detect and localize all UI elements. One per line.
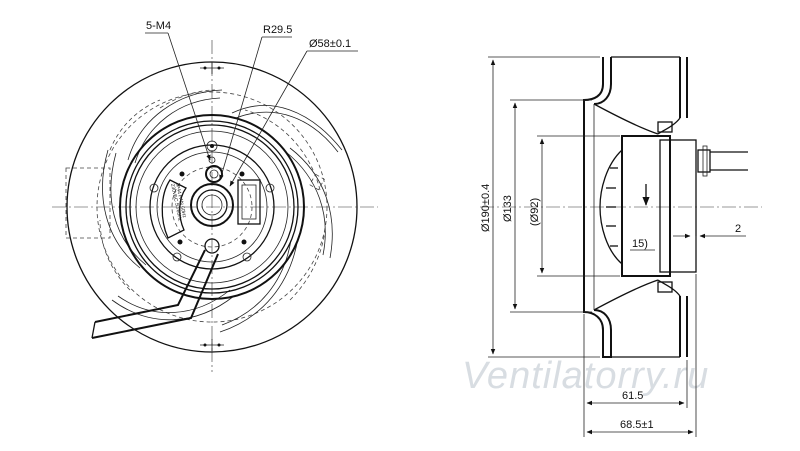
dim-depth-61-5: 61.5 — [622, 390, 643, 402]
label-5-m4: 5-M4 — [146, 20, 171, 32]
power-cable — [91, 238, 220, 339]
label-bore-58: Ø58±0.1 — [309, 38, 351, 50]
rating-label-panel: 230VAC 50/60Hz IP44 PAN 60Hz — [161, 179, 187, 239]
watermark: Ventilatorry.ru — [462, 355, 709, 397]
dim-depth-68-5: 68.5±1 — [620, 419, 654, 431]
dim-gap-2: 2 — [735, 223, 741, 235]
dim-hub-diameter: (Ø92) — [529, 198, 541, 226]
label-r29-5: R29.5 — [263, 24, 292, 36]
dim-overall-diameter: Ø190±0.4 — [480, 184, 492, 232]
front-view: 230VAC 50/60Hz IP44 PAN 60Hz 5-M4 R29.5 — [52, 20, 378, 372]
impeller-blades — [99, 89, 343, 333]
dim-ref-15: 15) — [632, 238, 648, 250]
front-leaders: 5-M4 R29.5 Ø58±0.1 — [145, 20, 358, 187]
side-view: Ø190±0.4 Ø133 (Ø92) 15) 2 61.5 68.5±1 — [480, 56, 762, 437]
dim-inlet-diameter: Ø133 — [502, 195, 514, 222]
